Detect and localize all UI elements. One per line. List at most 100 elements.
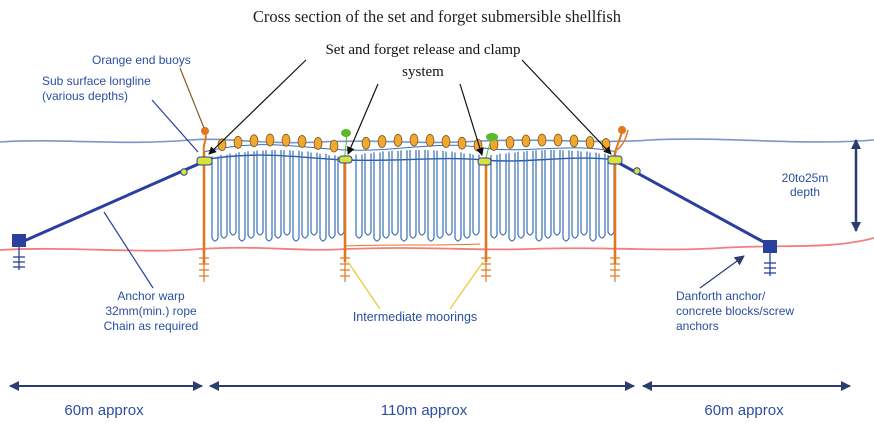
sub-surface-longline-label: Sub surface longline <box>42 74 151 88</box>
longline-buoy <box>361 136 371 150</box>
dropper-loop <box>391 150 399 236</box>
longline-buoy <box>265 133 275 147</box>
longline-buoy <box>457 136 467 150</box>
dropper-loop <box>553 150 561 236</box>
callout-clamp-mid-1 <box>347 83 379 155</box>
dropper-loop <box>301 151 309 239</box>
dropper-loop <box>418 150 426 236</box>
anchor-warp-chain-label: Chain as required <box>104 319 199 333</box>
longline-buoy <box>569 134 579 148</box>
depth-label-value: 20to25m <box>782 171 829 185</box>
longline-buoy <box>313 137 323 150</box>
dropper-loop <box>337 156 345 236</box>
dropper-loop <box>535 150 543 242</box>
left-anchor-block <box>12 234 26 247</box>
longline-buoy <box>249 134 259 148</box>
ground-pins <box>199 250 620 282</box>
dropper-loop <box>562 150 570 242</box>
intermediate-moorings-label: Intermediate moorings <box>353 310 477 324</box>
right-end-buoy-riser-2 <box>616 129 629 151</box>
longline-buoy <box>233 136 243 149</box>
right-orange-end-buoy <box>618 126 626 134</box>
dropper-loop <box>454 152 462 242</box>
dropper-loop <box>508 152 516 242</box>
longline-buoy <box>281 133 291 147</box>
dropper-loop <box>409 150 417 239</box>
mooring-lines <box>202 152 617 264</box>
dropper-loop <box>463 153 471 239</box>
diagram-title: Cross section of the set and forget subm… <box>253 7 622 26</box>
dropper-loop <box>400 150 408 242</box>
dropper-loop <box>571 150 579 239</box>
callout-orange-buoys <box>179 67 205 129</box>
longline-buoy <box>521 134 531 148</box>
callout-mooring-2 <box>449 261 484 310</box>
clamp-mid-1 <box>338 155 353 164</box>
danforth-anchor-label: Danforth anchor/ <box>676 289 766 303</box>
dropper-loop <box>229 153 237 236</box>
seabed-line <box>0 237 874 252</box>
dropper-loop <box>328 155 336 239</box>
dropper-loop <box>355 154 363 239</box>
dropper-loop <box>517 151 525 239</box>
seabed-inner-line <box>344 243 481 247</box>
dropper-loop <box>589 152 597 242</box>
danforth-blocks-label: concrete blocks/screw <box>676 304 794 318</box>
dropper-loop <box>274 150 282 239</box>
release-clamp-label-line1: Set and forget release and clamp <box>325 42 520 58</box>
callout-danforth <box>699 255 745 289</box>
marker-float-2 <box>486 133 498 141</box>
dimension-label-right: 60m approx <box>704 402 784 419</box>
dropper-loop <box>607 154 615 236</box>
dropper-loop <box>436 150 444 239</box>
dropper-loop <box>580 151 588 236</box>
right-anchor-pin <box>764 253 776 276</box>
callout-clamp-right <box>521 59 612 155</box>
danforth-screw-label: anchors <box>676 319 719 333</box>
sub-surface-depths-label: (various depths) <box>42 89 128 103</box>
marker-float-1 <box>341 129 351 137</box>
callout-mooring-1 <box>347 261 381 310</box>
release-clamp-label-line2: system <box>402 64 444 80</box>
dropper-lines <box>211 150 615 242</box>
dropper-loop <box>265 150 273 242</box>
callout-clamp-left <box>208 59 307 155</box>
dropper-loop <box>598 153 606 239</box>
orange-end-buoys-label: Orange end buoys <box>92 53 191 67</box>
dropper-loop <box>382 151 390 239</box>
dropper-loop <box>526 150 534 236</box>
longline-buoy <box>425 134 435 147</box>
dropper-loop <box>319 153 327 242</box>
callout-sub-surface <box>151 99 199 153</box>
left-anchor-pin <box>13 247 25 270</box>
left-orange-end-buoy <box>201 127 209 135</box>
anchor-warp-label: Anchor warp <box>117 289 185 303</box>
dimension-label-left: 60m approx <box>64 402 144 419</box>
longline-buoy <box>441 135 451 148</box>
sea-surface-line <box>0 138 874 144</box>
dropper-loop <box>292 150 300 242</box>
dimension-label-middle: 110m approx <box>381 402 468 419</box>
dropper-loop <box>490 154 498 239</box>
dropper-loop <box>373 152 381 242</box>
dropper-loop <box>283 150 291 236</box>
dropper-loop <box>364 153 372 236</box>
clamp-right <box>607 155 623 165</box>
longline-buoy <box>329 139 339 153</box>
callout-clamp-mid-2 <box>459 83 484 156</box>
clamp-left <box>196 156 213 166</box>
dropper-loop <box>238 152 246 242</box>
clamp-mid-2 <box>477 157 492 166</box>
warp-connector-left <box>180 168 188 176</box>
dropper-loop <box>445 151 453 236</box>
upper-line <box>202 144 618 153</box>
longline-buoy <box>585 136 595 149</box>
dropper-loop <box>472 154 480 236</box>
depth-label-unit: depth <box>790 185 820 199</box>
warp-connector-right <box>633 167 641 175</box>
longline-buoy <box>393 134 403 147</box>
left-end-buoy-riser <box>202 131 207 153</box>
dropper-loop <box>211 156 219 242</box>
left-anchor-warp <box>23 160 204 243</box>
